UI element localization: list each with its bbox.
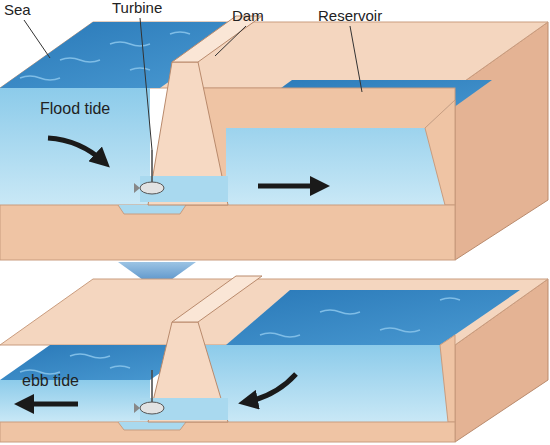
turbine-shaft (151, 150, 153, 186)
flow-label: Flood tide (40, 100, 110, 118)
sea-water (0, 88, 150, 205)
channel-floor (118, 205, 186, 214)
flood-panel (0, 16, 548, 260)
wave-marks (20, 354, 130, 374)
channel-floor (118, 422, 186, 430)
reservoir-water (226, 100, 455, 205)
reservoir-water (198, 345, 455, 422)
flow-label: ebb tide (22, 372, 79, 390)
flow-arrow (246, 374, 296, 402)
part-label: Dam (232, 8, 264, 25)
part-label: Turbine (112, 0, 162, 17)
flow-arrow (258, 184, 322, 189)
top-ground (0, 22, 548, 88)
turbine-symbol (140, 402, 164, 414)
part-label: Reservoir (318, 8, 382, 25)
dam-channel (140, 176, 228, 202)
leader-line (140, 18, 152, 150)
ebb-panel (0, 276, 548, 442)
top-ground (0, 279, 548, 345)
turbine-symbol (140, 182, 164, 194)
seabed (0, 205, 455, 260)
flow-arrow (48, 138, 104, 162)
bank (440, 335, 455, 422)
turbine-blade (134, 183, 140, 193)
leader-line (215, 26, 246, 56)
seabed (0, 422, 455, 442)
reservoir-surface (226, 290, 520, 345)
bank (425, 100, 455, 205)
wave-marks (20, 32, 190, 80)
turbine-shaft (151, 370, 153, 406)
dam-channel (140, 398, 228, 420)
front-ground (198, 88, 455, 205)
part-label: Sea (4, 2, 31, 19)
wave-marks (260, 298, 460, 337)
dam-crest (172, 276, 262, 322)
turbine-blade (134, 403, 140, 413)
flow-arrow (22, 402, 78, 407)
leader-line (350, 26, 362, 92)
leader-line (24, 20, 50, 58)
